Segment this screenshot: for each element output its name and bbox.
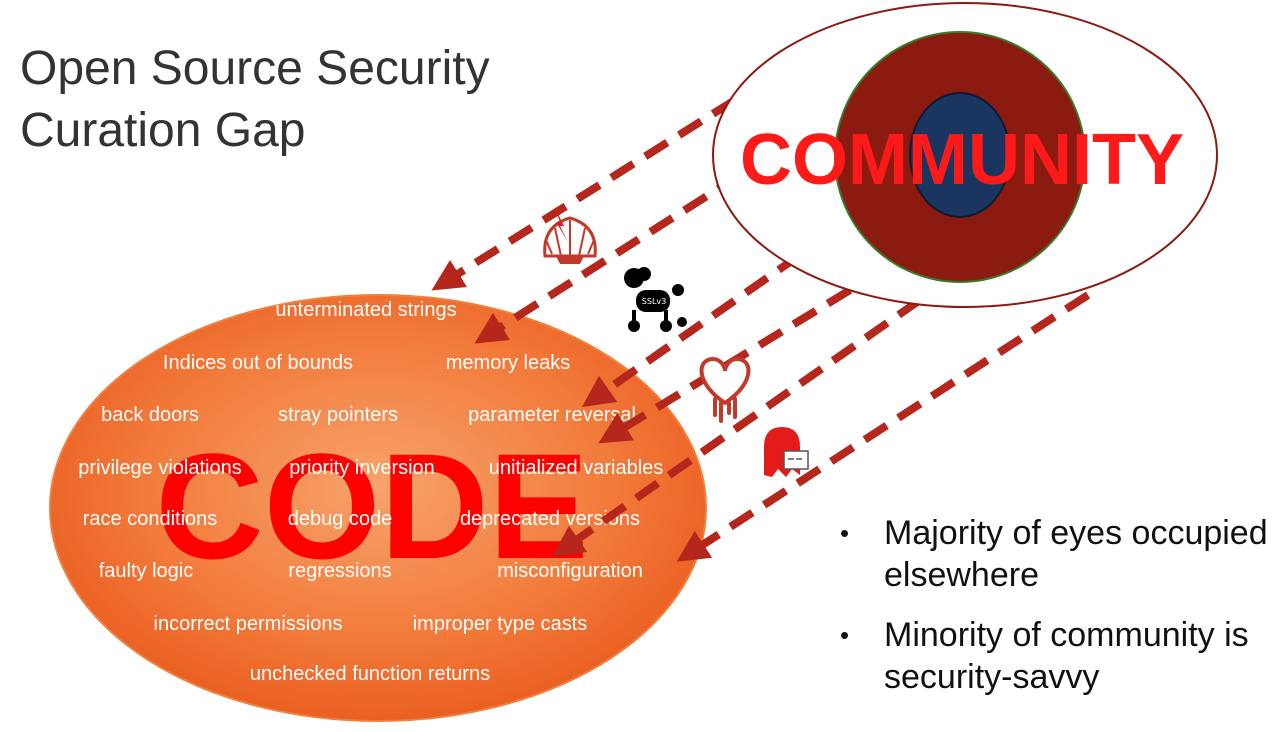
gaze-arrow	[581, 251, 803, 408]
bullet-item: • Majority of eyes occupied elsewhere	[840, 512, 1270, 596]
community-label: COMMUNITY	[740, 120, 1184, 200]
shellshock-icon	[543, 206, 597, 264]
poodle-icon: SSLv3	[624, 267, 687, 332]
issue-label: unchecked function returns	[250, 663, 490, 685]
issue-label: race conditions	[83, 508, 218, 530]
issue-label: deprecated versions	[460, 508, 640, 530]
issue-label: priority inversion	[289, 457, 435, 479]
eye-pupil	[909, 92, 1011, 218]
bullet-item: • Minority of community is security-savv…	[840, 614, 1270, 698]
community-eye	[712, 2, 1218, 308]
issue-label: unterminated strings	[275, 299, 456, 321]
issue-label: Indices out of bounds	[163, 352, 353, 374]
issue-label: parameter reversal	[468, 404, 636, 426]
issue-label: regressions	[288, 560, 391, 582]
issue-label: stray pointers	[278, 404, 398, 426]
title-line-2: Curation Gap	[20, 104, 306, 157]
bullet-dot: •	[840, 518, 850, 548]
issue-label: misconfiguration	[497, 560, 643, 582]
code-issues: unterminated strings Indices out of boun…	[78, 299, 663, 685]
issue-label: privilege violations	[78, 457, 241, 479]
issue-label: unitialized variables	[489, 457, 664, 479]
issue-label: debug code	[288, 508, 393, 530]
gaze-arrow	[551, 296, 923, 558]
issue-label: improper type casts	[413, 613, 588, 635]
issue-label: faulty logic	[99, 560, 194, 582]
title-line-1: Open Source Security	[20, 42, 490, 95]
issue-label: memory leaks	[446, 352, 570, 374]
bullet-text: Majority of eyes occupied elsewhere	[884, 514, 1268, 594]
gaze-arrow	[431, 96, 738, 291]
bullet-dot: •	[840, 620, 850, 650]
code-label: CODE	[155, 422, 588, 590]
slide-title: Open Source Security Curation Gap	[20, 38, 490, 162]
ghost-icon	[764, 427, 809, 477]
issue-label: incorrect permissions	[154, 613, 343, 635]
poodle-caption: SSLv3	[642, 297, 666, 306]
issue-label: back doors	[101, 404, 199, 426]
bullet-text: Minority of community is security-savvy	[884, 616, 1249, 696]
gaze-arrow	[474, 171, 743, 344]
heartbleed-icon	[699, 356, 751, 423]
code-ellipse	[49, 294, 707, 722]
bullet-list: • Majority of eyes occupied elsewhere • …	[840, 512, 1270, 716]
